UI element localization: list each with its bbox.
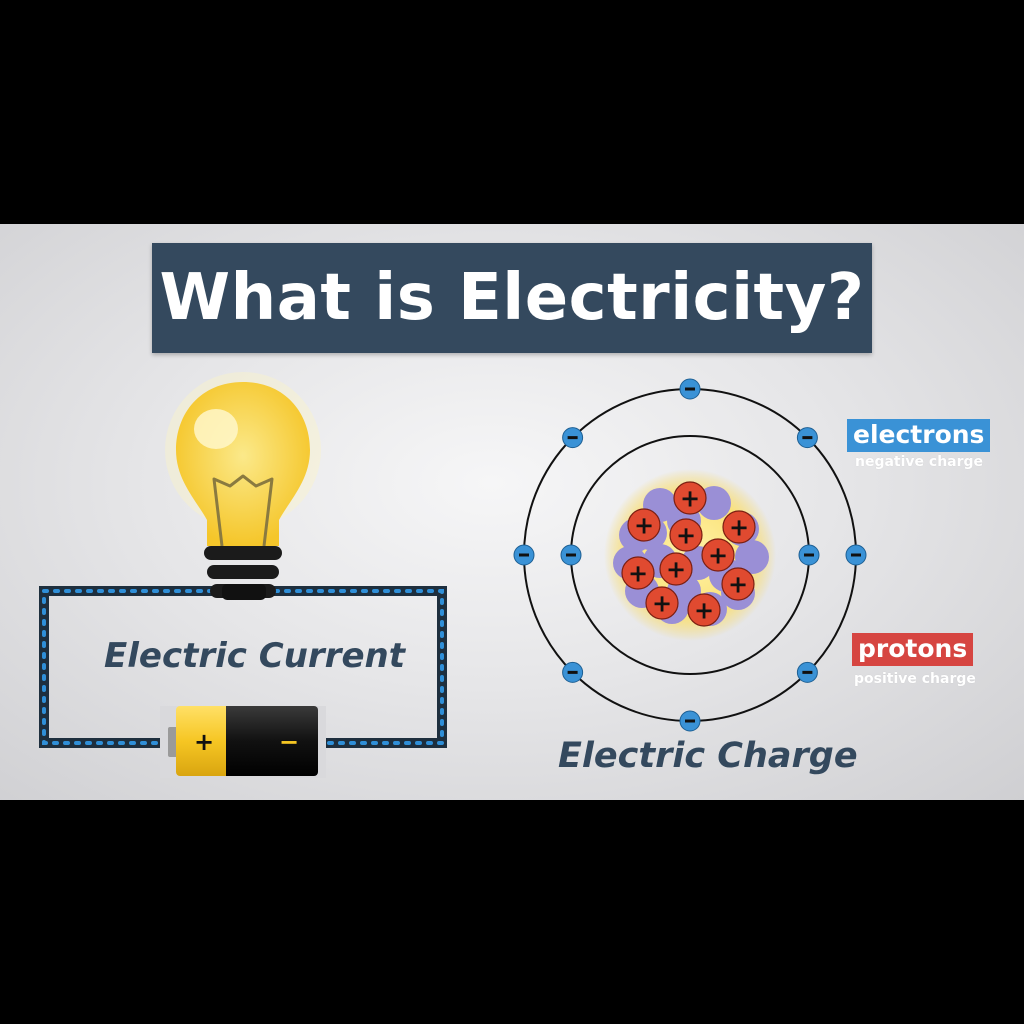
minus-icon (685, 387, 695, 391)
plus-icon: + (680, 485, 700, 513)
plus-icon: + (634, 512, 654, 540)
plus-icon: + (708, 542, 728, 570)
thumbnail-canvas: + − ++++++++++ What is Electricity? Elec… (0, 224, 1024, 800)
proton (669, 518, 703, 552)
electrons-subtitle: negative charge (855, 454, 984, 470)
battery-icon: + − (160, 706, 326, 778)
plus-icon: + (694, 597, 714, 625)
plus-icon: + (728, 571, 748, 599)
plus-icon: + (666, 556, 686, 584)
protons-tag: protons (852, 633, 974, 666)
plus-icon: + (652, 590, 672, 618)
proton (687, 593, 721, 627)
proton (673, 481, 707, 515)
minus-icon (566, 553, 576, 557)
proton (721, 567, 755, 601)
proton (701, 538, 735, 572)
electric-current-label: Electric Current (104, 636, 405, 676)
protons-subtitle: positive charge (854, 671, 976, 687)
proton (722, 510, 756, 544)
proton (645, 586, 679, 620)
lightbulb-icon (165, 372, 321, 600)
plus-icon: + (676, 522, 696, 550)
minus-icon (851, 553, 861, 557)
battery-plus: + (194, 728, 214, 756)
minus-icon (519, 553, 529, 557)
plus-icon: + (729, 514, 749, 542)
title-banner: What is Electricity? (152, 243, 872, 353)
minus-icon (802, 670, 813, 674)
minus-icon (804, 553, 814, 557)
minus-icon (567, 670, 578, 674)
atom-diagram: ++++++++++ (513, 378, 867, 732)
minus-icon (567, 436, 578, 440)
nucleus: ++++++++++ (613, 481, 769, 627)
proton (659, 552, 693, 586)
minus-icon (802, 436, 813, 440)
minus-icon (685, 719, 695, 723)
electric-charge-label: Electric Charge (558, 736, 858, 776)
proton (621, 556, 655, 590)
electrons (513, 378, 867, 732)
battery-minus: − (279, 728, 299, 756)
plus-icon: + (628, 560, 648, 588)
neutron (735, 540, 769, 574)
page-title: What is Electricity? (159, 261, 865, 335)
illustration: + − ++++++++++ (39, 372, 867, 778)
electrons-tag: electrons (847, 419, 991, 452)
proton (627, 508, 661, 542)
